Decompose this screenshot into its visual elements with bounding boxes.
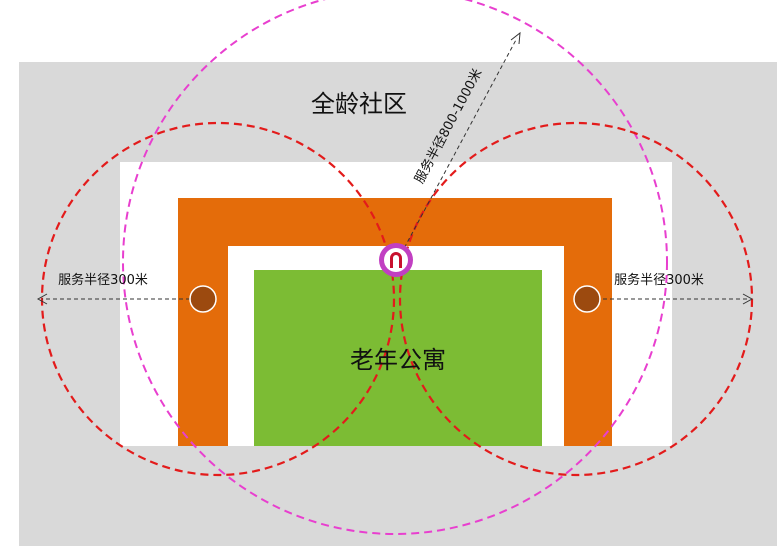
magnet-icon — [390, 252, 402, 268]
left-radius-label: 服务半径300米 — [58, 272, 148, 288]
center-node — [379, 243, 413, 277]
community-label: 全龄社区 — [311, 90, 407, 118]
apartment-label: 老年公寓 — [350, 346, 446, 374]
right-radius-arrow — [603, 293, 754, 305]
left-radius-arrow — [36, 293, 190, 305]
large-radius-arrow — [400, 31, 521, 255]
right-service-node — [573, 285, 601, 313]
apartment-area — [254, 270, 542, 446]
right-radius-label: 服务半径300米 — [614, 272, 704, 288]
left-service-node — [189, 285, 217, 313]
large-service-circle — [122, 0, 668, 535]
